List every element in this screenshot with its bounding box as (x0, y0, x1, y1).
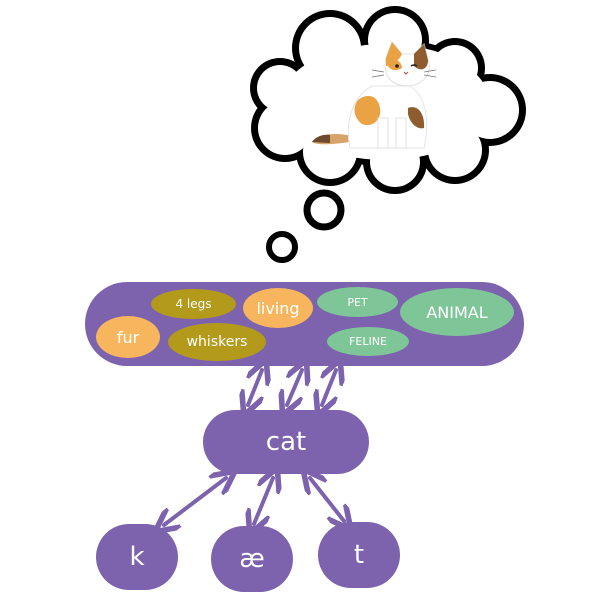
phoneme-node-t: t (318, 522, 400, 588)
phoneme-node-ae: æ (211, 526, 293, 592)
word-label: cat (265, 427, 307, 457)
feature-animal: ANIMAL (400, 288, 514, 336)
arrow-cat-to-t (310, 478, 344, 521)
feature-whiskers: whiskers (168, 323, 266, 361)
feature-label: FELINE (349, 335, 387, 348)
thought-dot-large (303, 189, 345, 231)
arrow-cat-to-features-2 (287, 370, 302, 405)
phoneme-label: æ (239, 544, 265, 574)
feature-living: living (243, 288, 313, 328)
feature-feline: FELINE (327, 327, 409, 356)
cat-illustration (312, 41, 437, 149)
feature-label: ANIMAL (426, 302, 488, 322)
feature-label: whiskers (186, 334, 248, 350)
phoneme-label: t (353, 540, 365, 570)
feature-label: living (256, 298, 300, 318)
word-node-cat: cat (203, 410, 369, 474)
arrow-cat-to-features-1 (248, 370, 262, 405)
feature-4-legs: 4 legs (151, 289, 236, 319)
feature-fur: fur (96, 316, 160, 358)
feature-label: 4 legs (175, 297, 212, 311)
feature-label: PET (347, 295, 368, 309)
arrow-cat-to-features-3 (322, 370, 336, 405)
phoneme-node-k: k (96, 524, 178, 590)
thought-dot-small (266, 231, 298, 263)
feature-pet: PET (317, 287, 398, 317)
arrow-cat-to-ae (254, 478, 273, 524)
phoneme-label: k (129, 542, 145, 572)
arrow-cat-to-k (164, 478, 226, 525)
feature-label: fur (116, 327, 140, 347)
